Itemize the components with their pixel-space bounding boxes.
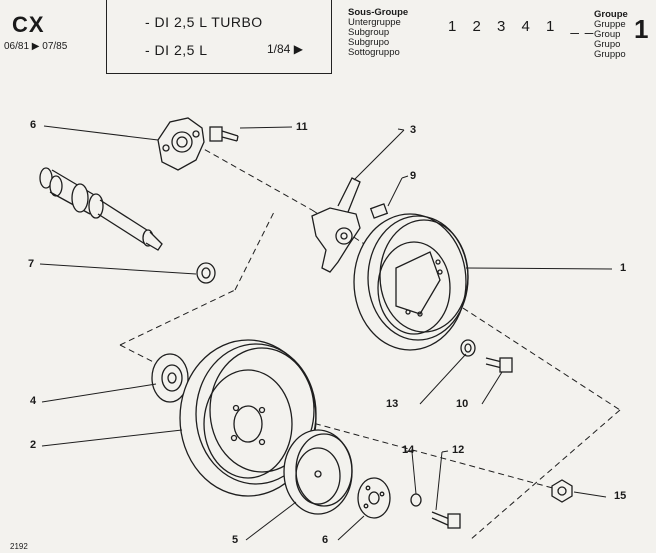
- callout-14: 14: [402, 444, 415, 456]
- production-period: 06/81 ▶ 07/85: [4, 41, 68, 52]
- callout-2: 2: [30, 439, 37, 451]
- part-4-hub: [151, 353, 189, 403]
- callout-9: 9: [410, 170, 417, 182]
- callout-4: 4: [30, 395, 37, 407]
- part-15-nut: [551, 479, 573, 503]
- part-1-pulley: [353, 213, 469, 351]
- callout-6: 6: [322, 534, 329, 546]
- part-11-bolt: [209, 126, 239, 142]
- engine-box: - DI 2,5 L TURBO - DI 2,5 L 1/84 ▶: [106, 0, 332, 74]
- model-code: CX: [12, 12, 45, 37]
- part-8-bracket: [157, 117, 205, 171]
- part-12-bolt: [431, 511, 461, 529]
- engine-date: 1/84 ▶: [267, 42, 303, 56]
- part-14-washer: [410, 493, 422, 507]
- callout-8: 6: [30, 119, 37, 131]
- callout-12: 12: [452, 444, 465, 456]
- callout-5: 5: [232, 534, 239, 546]
- engine-line-2: - DI 2,5 L: [145, 42, 208, 58]
- engine-line-1: - DI 2,5 L TURBO: [145, 14, 263, 30]
- subgroup-code: 1 2 3 4 1 __: [448, 18, 600, 35]
- part-9-spacer: [369, 203, 389, 219]
- callout-10: 10: [456, 398, 469, 410]
- part-3-tensioner: [311, 177, 361, 273]
- leader-lines: [39, 125, 613, 541]
- callout-3: 3: [410, 124, 417, 136]
- callout-1: 1: [620, 262, 627, 274]
- part-13-washer: [460, 339, 476, 357]
- callout-15: 15: [614, 490, 627, 502]
- part-5-small-pulley: [283, 429, 353, 515]
- group-labels: Groupe Gruppe Group Grupo Gruppo: [594, 9, 628, 60]
- shaft-assembly: [39, 167, 163, 251]
- part-6-flange: [357, 477, 391, 519]
- callout-11: 11: [296, 121, 308, 133]
- part-2-large-pulley: [179, 339, 317, 497]
- part-7-washer: [196, 262, 216, 284]
- callout-13: 13: [386, 398, 399, 410]
- page-reference-number: 2192: [10, 542, 28, 551]
- part-10-bolt: [485, 357, 513, 373]
- subgroup-labels: Sous-Groupe Untergruppe Subgroup Subgrup…: [348, 7, 409, 58]
- callout-7: 7: [28, 258, 35, 270]
- group-number: 1: [634, 14, 649, 44]
